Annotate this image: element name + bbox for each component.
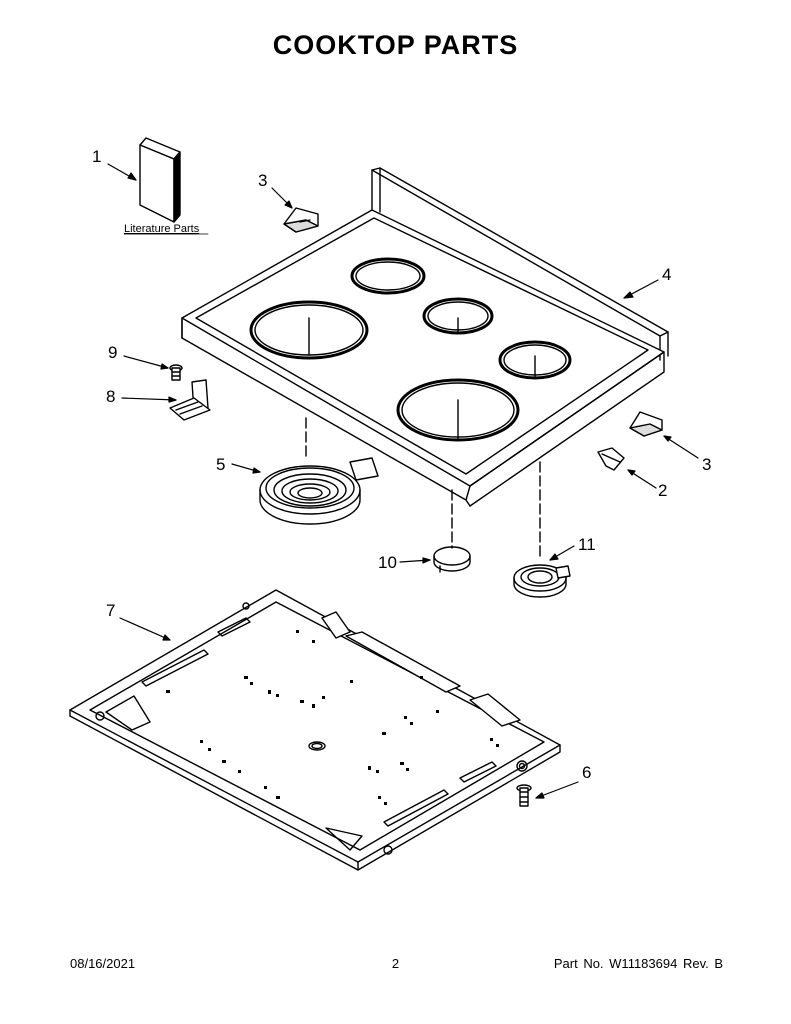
callout-10: 10 [378,553,397,572]
pan-holes [166,630,499,805]
callout-2: 2 [658,481,667,500]
burner-box-pan [69,589,561,871]
callout-3-right: 3 [702,455,711,474]
callout-8: 8 [106,387,115,406]
footer-part-number: Part No. W11183694 Rev. B [553,956,723,971]
screw-small [169,364,183,381]
callout-9: 9 [108,343,117,362]
callout-5: 5 [216,455,225,474]
screw-pan [516,784,532,807]
radiant-element-large [259,457,379,525]
callout-3-left: 3 [258,171,267,190]
literature-booklet [139,137,181,223]
terminal-bracket [169,379,211,421]
spring-clip [597,447,625,471]
page-title: COOKTOP PARTS [272,30,519,60]
leader-arrows [107,163,699,799]
radiant-element-small [513,564,571,598]
footer-page-number: 2 [391,956,400,971]
callout-11: 11 [578,535,596,554]
callout-7: 7 [106,601,115,620]
literature-parts-label: Literature Parts [124,223,200,235]
mounting-bracket-left [283,207,319,233]
mounting-bracket-right [629,411,663,437]
footer-date: 08/16/2021 [70,956,136,971]
callout-1: 1 [92,147,101,166]
callout-4: 4 [662,265,671,284]
callout-6: 6 [582,763,591,782]
limiter-sensor [433,546,471,573]
cooktop-main-top [181,167,669,507]
